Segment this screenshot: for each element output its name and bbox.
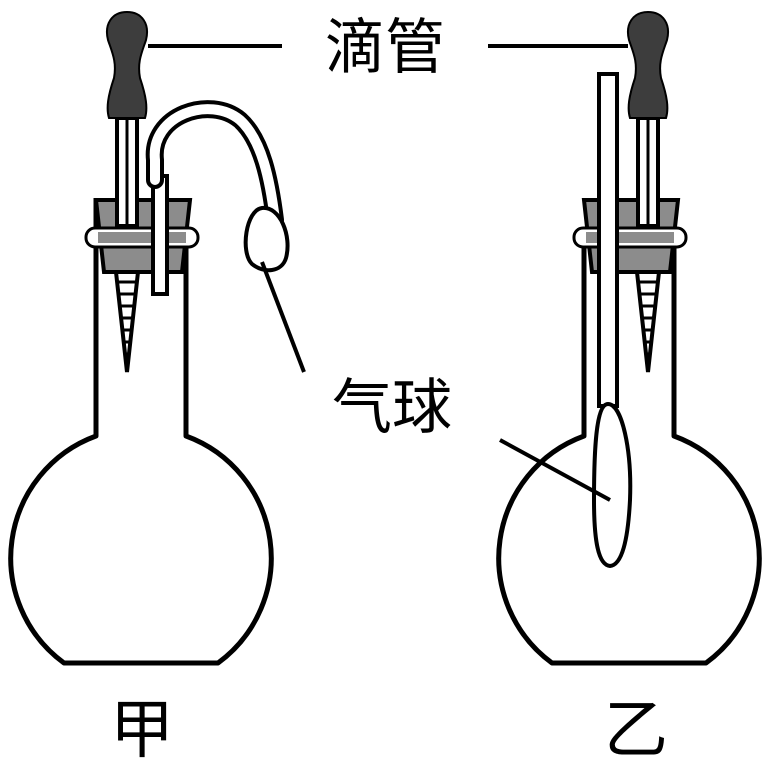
dropper-right-graduations	[639, 280, 657, 356]
flask-right-balloon	[591, 401, 633, 569]
flask-right-stopper-band	[586, 232, 674, 243]
label-balloon: 气球	[332, 373, 452, 443]
flask-right	[496, 10, 762, 666]
dropper-left-bulb-icon	[106, 10, 148, 119]
flask-left-body	[8, 198, 274, 666]
dropper-left-graduations	[118, 280, 136, 356]
flask-right-body	[496, 244, 762, 666]
flask-left	[8, 10, 290, 666]
label-flask-right: 乙	[604, 694, 668, 768]
dropper-right-tip	[634, 270, 662, 373]
dropper-right-bulb-icon	[627, 10, 669, 119]
dropper-left-tip	[113, 270, 141, 373]
label-dropper: 滴管	[325, 13, 445, 83]
flask-left-balloon	[243, 206, 290, 273]
leader-balloon-right	[499, 438, 611, 502]
flask-right-dropper	[627, 10, 669, 373]
flask-left-stopper-band	[98, 232, 186, 243]
flask-right-long-tube	[597, 72, 619, 408]
leader-balloon-left	[260, 261, 306, 373]
flask-left-inner-tube	[151, 174, 169, 296]
flask-left-dropper	[106, 10, 148, 373]
label-flask-left: 甲	[110, 694, 174, 768]
